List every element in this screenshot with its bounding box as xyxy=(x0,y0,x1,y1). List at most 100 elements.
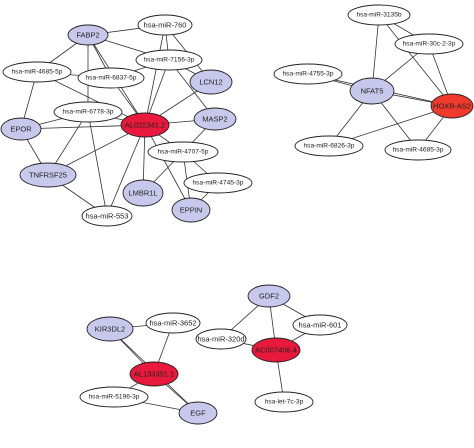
node-label: AL133351.1 xyxy=(134,370,174,379)
node-label: EGF xyxy=(190,409,206,418)
node-ellipse xyxy=(122,179,164,207)
node-ellipse xyxy=(77,67,145,89)
node-mir6778[interactable]: hsa-miR-6778-3p xyxy=(53,101,123,123)
node-mir553[interactable]: hsa-miR-553 xyxy=(81,205,133,227)
node-ellipse xyxy=(120,112,170,138)
edge-mir760-AL022341 xyxy=(144,24,166,126)
node-tnfrsf25[interactable]: TNFRSF25 xyxy=(19,162,77,188)
node-label: hsa-miR-553 xyxy=(86,212,129,221)
node-ellipse xyxy=(347,4,411,26)
node-lmbr1l[interactable]: LMBR1L xyxy=(122,179,164,207)
node-mir3652[interactable]: hsa-miR-3652 xyxy=(145,312,201,334)
node-ellipse xyxy=(79,386,149,408)
node-ellipse xyxy=(254,391,314,413)
node-gdf2[interactable]: GDF2 xyxy=(247,284,291,308)
node-ellipse xyxy=(135,49,203,71)
node-nfat5[interactable]: NFAT5 xyxy=(349,77,395,105)
node-hoxbas2[interactable]: HOXB-AS2 xyxy=(430,93,474,119)
edge-AL022341-mir553 xyxy=(106,124,146,217)
node-eppin[interactable]: EPPIN xyxy=(171,197,211,223)
node-egf[interactable]: EGF xyxy=(178,401,218,425)
node-label: hsa-miR-3652 xyxy=(149,319,196,328)
node-label: hsa-miR-4685-5p xyxy=(12,69,63,76)
node-mir320d[interactable]: hsa-miR-320d xyxy=(195,328,247,350)
node-mir30c[interactable]: hsa-miR-30c-2-3p xyxy=(394,33,464,55)
edge-mir6778-mir553 xyxy=(87,111,108,217)
node-label: GDF2 xyxy=(259,292,279,301)
node-label: hsa-miR-4755-3p xyxy=(283,71,334,78)
node-label: FABP2 xyxy=(76,31,99,40)
node-label: hsa-miR-320d xyxy=(197,335,244,344)
node-ellipse xyxy=(430,93,474,119)
node-mir6826[interactable]: hsa-miR-6826-3p xyxy=(294,135,364,157)
node-label: LMBR1L xyxy=(128,189,157,198)
node-ellipse xyxy=(0,117,42,141)
node-ellipse xyxy=(129,361,179,387)
node-ellipse xyxy=(189,69,233,95)
node-masp2[interactable]: MASP2 xyxy=(193,107,237,131)
node-mir4707[interactable]: hsa-miR-4707-5p xyxy=(147,141,219,163)
node-label: hsa-miR-760 xyxy=(144,21,187,30)
node-mir4755[interactable]: hsa-miR-4755-3p xyxy=(273,63,343,85)
node-mir5196[interactable]: hsa-miR-5196-3p xyxy=(79,386,149,408)
node-ellipse xyxy=(147,141,219,163)
node-ellipse xyxy=(294,135,364,157)
node-label: hsa-miR-4707-5p xyxy=(158,149,209,156)
edge-mir3135b-HOXBAS2 xyxy=(378,14,453,107)
node-layer: FABP2 hsa-miR-760 hsa-miR-4685-5p hsa-miR-6… xyxy=(0,4,474,425)
node-mir3135b[interactable]: hsa-miR-3135b xyxy=(347,4,411,26)
node-label: hsa-miR-7156-3p xyxy=(144,57,195,64)
node-kir3dl2[interactable]: KIR3DL2 xyxy=(86,316,134,342)
node-ellipse xyxy=(193,107,237,131)
node-ellipse xyxy=(349,77,395,105)
node-label: hsa-miR-6778-3p xyxy=(63,109,114,116)
node-label: hsa-miR-3135b xyxy=(356,12,401,19)
node-label: KIR3DL2 xyxy=(95,325,125,334)
node-mir601[interactable]: hsa-miR-601 xyxy=(292,314,348,336)
node-ellipse xyxy=(247,284,291,308)
node-label: MASP2 xyxy=(202,115,227,124)
node-ellipse xyxy=(86,316,134,342)
node-label: hsa-miR-601 xyxy=(299,321,342,330)
node-label: EPOR xyxy=(10,125,32,134)
node-label: HOXB-AS2 xyxy=(433,102,471,111)
node-ac007406[interactable]: AC007406.4 xyxy=(251,337,301,363)
node-label: LCN12 xyxy=(199,78,222,87)
node-mir4685[interactable]: hsa-miR-4685-5p xyxy=(2,61,72,83)
node-label: hsa-miR-6837-5p xyxy=(86,75,137,82)
node-ellipse xyxy=(2,61,72,83)
node-ellipse xyxy=(384,139,452,161)
node-ellipse xyxy=(178,401,218,425)
node-ellipse xyxy=(394,33,464,55)
node-epor[interactable]: EPOR xyxy=(0,117,42,141)
node-ellipse xyxy=(19,162,77,188)
node-label: AL022341.2 xyxy=(125,121,165,130)
node-mir7156[interactable]: hsa-miR-7156-3p xyxy=(135,49,203,71)
node-ellipse xyxy=(273,63,343,85)
node-label: EPPIN xyxy=(180,206,203,215)
node-label: hsa-let-7c-3p xyxy=(265,399,304,406)
node-al133351[interactable]: AL133351.1 xyxy=(129,361,179,387)
node-ellipse xyxy=(171,197,211,223)
node-label: hsa-miR-4685-3p xyxy=(393,147,444,154)
node-ellipse xyxy=(67,24,109,46)
node-label: AC007406.4 xyxy=(255,346,297,355)
node-mir760[interactable]: hsa-miR-760 xyxy=(137,14,193,36)
node-ellipse xyxy=(292,314,348,336)
node-mir4745[interactable]: hsa-miR-4745-3p xyxy=(183,172,253,194)
node-ellipse xyxy=(183,172,253,194)
node-ellipse xyxy=(81,205,133,227)
node-ellipse xyxy=(195,328,247,350)
node-label: hsa-miR-5196-3p xyxy=(89,394,140,401)
node-let7c[interactable]: hsa-let-7c-3p xyxy=(254,391,314,413)
node-label: hsa-miR-6826-3p xyxy=(304,143,355,150)
node-ellipse xyxy=(137,14,193,36)
node-lcn12[interactable]: LCN12 xyxy=(189,69,233,95)
node-al022341[interactable]: AL022341.2 xyxy=(120,112,170,138)
node-fabp2[interactable]: FABP2 xyxy=(67,24,109,46)
node-mir6837[interactable]: hsa-miR-6837-5p xyxy=(77,67,145,89)
node-label: hsa-miR-4745-3p xyxy=(193,180,244,187)
node-mir4685b[interactable]: hsa-miR-4685-3p xyxy=(384,139,452,161)
node-label: NFAT5 xyxy=(361,87,384,96)
